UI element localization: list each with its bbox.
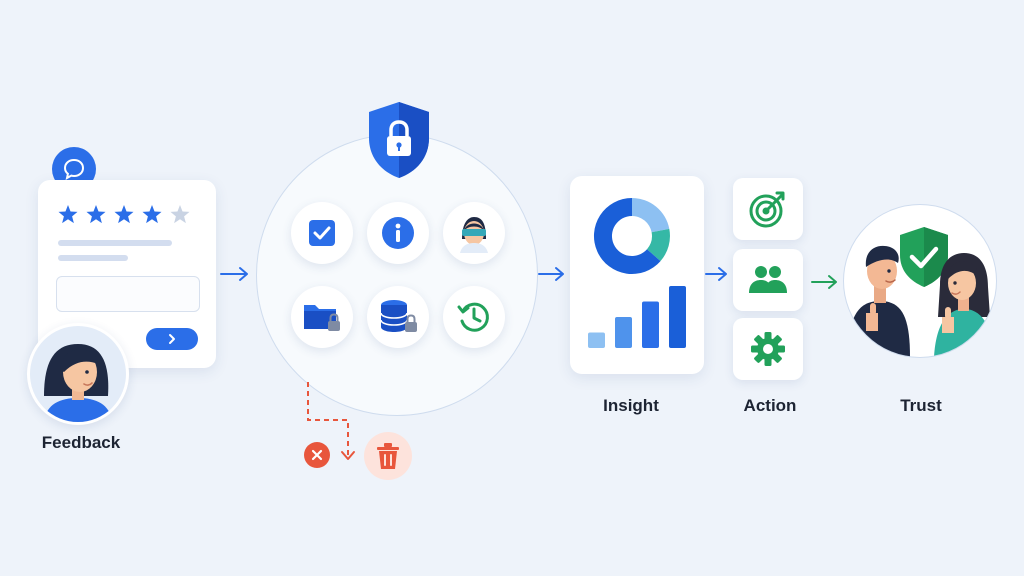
target-icon [749,191,785,228]
info-item[interactable] [367,202,429,264]
trash-icon[interactable] [364,432,412,480]
locked-database-item[interactable] [367,286,429,348]
bar-chart [588,286,686,348]
flow-arrow-2 [538,267,564,281]
flow-arrow-4 [811,275,837,289]
flow-arrow-1 [220,267,248,281]
history-item[interactable] [443,286,505,348]
flow-arrow-3 [705,267,727,281]
settings-tile[interactable] [733,318,803,380]
stage-label-insight: Insight [603,396,659,415]
star-filled-icon[interactable] [86,205,106,224]
deletion-path [307,382,355,460]
target-tile[interactable] [733,178,803,240]
customer-avatar [27,323,129,425]
trust-circle [843,204,997,358]
consent-checkbox-item[interactable] [291,202,353,264]
team-tile[interactable] [733,249,803,311]
locked-folder-item[interactable] [291,286,353,348]
chart-bar [615,317,632,348]
donut-chart [593,198,670,274]
chart-bar [669,286,686,348]
feedback-form-card [38,180,216,368]
insight-card [570,176,704,374]
locked-folder-icon [304,305,340,331]
stage-label-feedback: Feedback [41,433,121,452]
chart-bar [588,332,605,348]
text-line-short [58,255,128,261]
gear-icon [751,332,785,366]
shield-lock-icon [369,102,429,178]
star-filled-icon[interactable] [142,205,162,224]
privacy-hub-circle [256,134,538,416]
comment-input[interactable] [56,276,200,312]
star-filled-icon[interactable] [58,205,78,224]
cancel-icon [304,442,330,468]
checkbox-icon [309,220,335,246]
star-filled-icon[interactable] [114,205,134,224]
stage-label-trust: Trust [900,396,942,415]
rating-stars[interactable] [58,204,193,226]
chevron-right-icon [169,334,175,344]
team-icon [749,266,787,293]
text-line-long [58,240,172,246]
history-icon [457,302,489,332]
info-icon [382,217,414,249]
star-empty-icon[interactable] [170,205,190,224]
stage-label-action: Action [743,396,797,415]
anonymized-person-icon [460,217,488,253]
chart-bar [642,301,659,348]
anonymization-item[interactable] [443,202,505,264]
submit-button[interactable] [146,328,198,350]
locked-database-icon [380,300,417,332]
